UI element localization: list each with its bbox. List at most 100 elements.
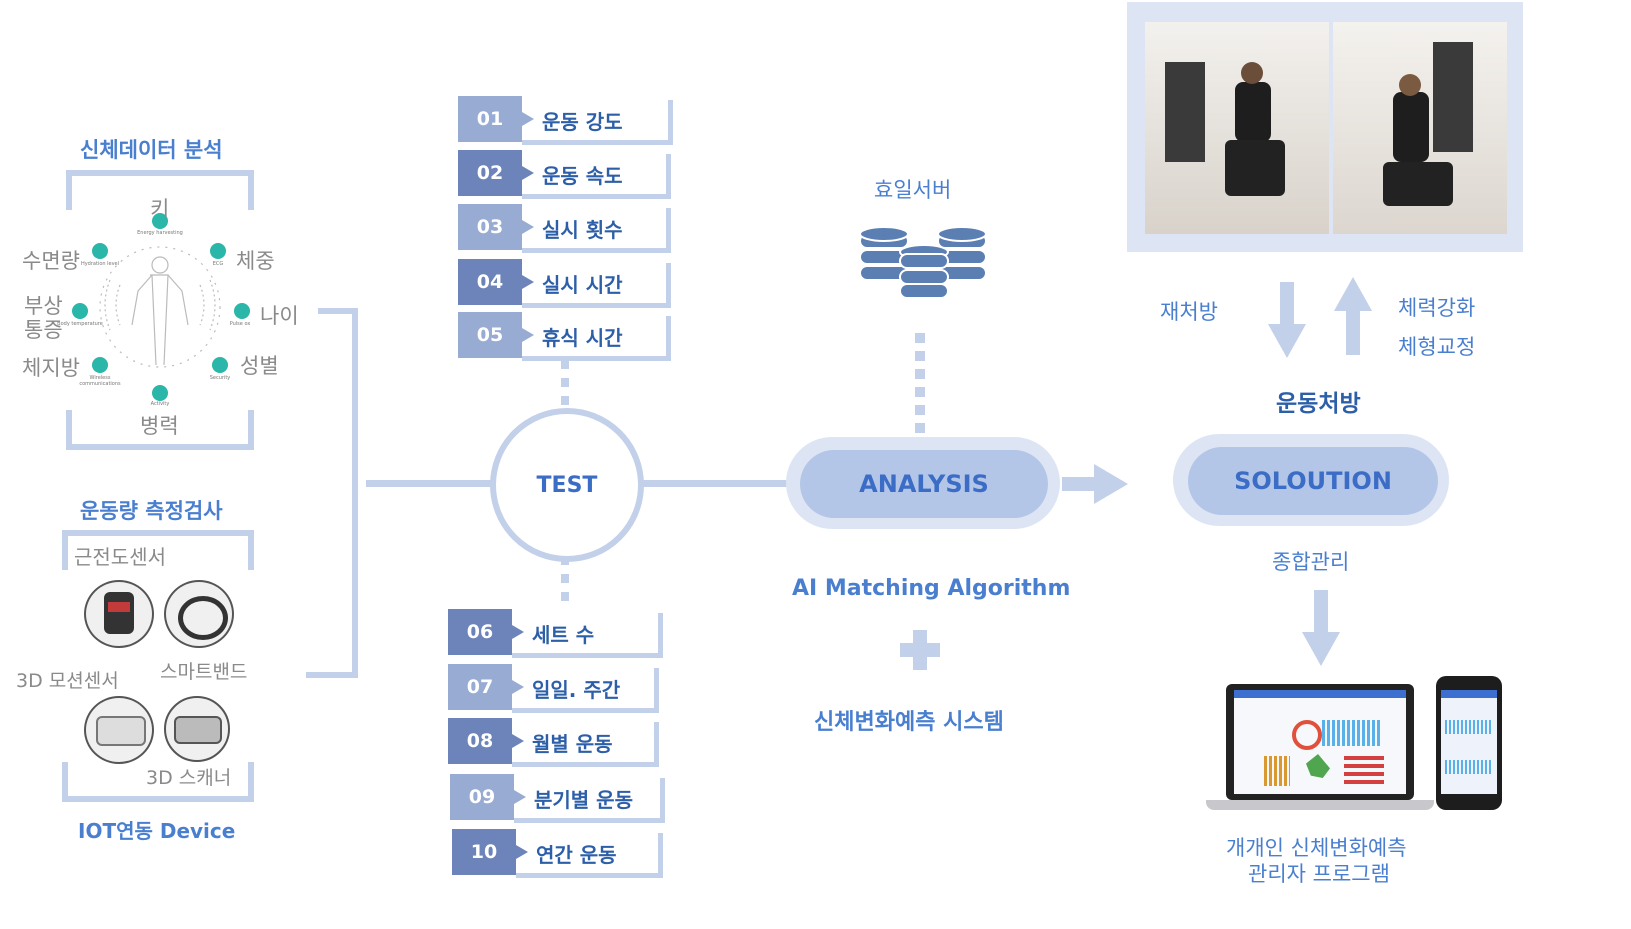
plus-icon bbox=[900, 630, 940, 670]
caption-ecg: ECG bbox=[212, 261, 224, 267]
activity-icon bbox=[152, 385, 168, 401]
label-smart-band: 스마트밴드 bbox=[160, 661, 248, 683]
test-item-label: 월별 운동 bbox=[532, 732, 613, 756]
test-item-number: 07 bbox=[448, 664, 524, 710]
body-diagram: Energy harvesting Hydration level ECG Bo… bbox=[57, 195, 260, 407]
strength-label: 체력강화 bbox=[1398, 296, 1476, 320]
label-weight: 체중 bbox=[236, 249, 275, 273]
solution-label: SOLOUTION bbox=[1234, 467, 1392, 495]
label-age: 나이 bbox=[260, 304, 299, 328]
label-3d-scanner: 3D 스캐너 bbox=[146, 767, 232, 789]
connector-top bbox=[318, 308, 358, 314]
test-item-label: 실시 횟수 bbox=[542, 218, 623, 242]
label-pain: 통증 bbox=[24, 318, 63, 342]
test-dots-top bbox=[561, 360, 569, 406]
label-bodyfat: 체지방 bbox=[22, 356, 80, 380]
test-item-04: 04 실시 시간 bbox=[458, 259, 671, 308]
correction-label: 체형교정 bbox=[1398, 335, 1476, 359]
label-3d-motion: 3D 모션센서 bbox=[16, 670, 119, 692]
arrow-down-head-icon bbox=[1268, 324, 1306, 358]
test-item-number: 08 bbox=[448, 718, 524, 764]
thermometer-icon bbox=[72, 303, 88, 319]
phone-screen bbox=[1441, 690, 1497, 794]
prescription-label: 운동처방 bbox=[1276, 391, 1361, 417]
caption-wireless: Wireless communications bbox=[79, 375, 121, 387]
test-item-01: 01 운동 강도 bbox=[458, 96, 673, 145]
test-item-number: 09 bbox=[450, 774, 526, 820]
program-label-2: 관리자 프로그램 bbox=[1248, 862, 1390, 886]
caption-temperature: Body temperature bbox=[57, 321, 103, 327]
training-photo-right bbox=[1333, 22, 1507, 234]
motion-sensor-device-icon bbox=[84, 580, 154, 648]
phone-icon bbox=[1436, 676, 1502, 810]
test-item-number: 01 bbox=[458, 96, 534, 142]
test-item-number: 04 bbox=[458, 259, 534, 305]
test-item-02: 02 운동 속도 bbox=[458, 150, 671, 199]
prediction-label: 신체변화예측 시스템 bbox=[814, 710, 1004, 735]
caption-activity: Activity bbox=[150, 401, 170, 407]
device-bracket-top bbox=[62, 530, 254, 570]
analysis-label: ANALYSIS bbox=[859, 470, 989, 498]
body-data-bracket-bot bbox=[66, 410, 254, 450]
test-item-10: 10 연간 운동 bbox=[452, 829, 663, 878]
test-item-label: 분기별 운동 bbox=[534, 788, 633, 812]
management-label: 종합관리 bbox=[1272, 550, 1350, 574]
test-item-08: 08 월별 운동 bbox=[448, 718, 659, 767]
arrow-analysis-solution-head-icon bbox=[1094, 464, 1128, 504]
test-item-number: 10 bbox=[452, 829, 528, 875]
test-item-label: 운동 속도 bbox=[542, 164, 623, 188]
test-item-number: 02 bbox=[458, 150, 534, 196]
test-dots-bottom bbox=[561, 556, 569, 610]
training-photo-frame bbox=[1127, 2, 1523, 252]
exercise-measure-title: 운동량 측정검사 bbox=[80, 499, 223, 523]
server-title: 효일서버 bbox=[874, 178, 952, 202]
connector-to-test bbox=[366, 480, 492, 487]
arrow-analysis-solution-shaft bbox=[1062, 477, 1096, 491]
laptop-icon bbox=[1206, 684, 1434, 814]
program-label-1: 개개인 신체변화예측 bbox=[1226, 836, 1407, 860]
laptop-screen-dashboard bbox=[1234, 690, 1406, 794]
iot-device-title: IOT연동 Device bbox=[78, 819, 236, 843]
arrow-down-shaft bbox=[1280, 282, 1294, 326]
test-item-label: 연간 운동 bbox=[536, 843, 617, 867]
label-injury: 부상 bbox=[24, 294, 63, 318]
arrow-solution-down-shaft bbox=[1314, 590, 1328, 634]
wireless-icon bbox=[92, 357, 108, 373]
hydration-icon bbox=[92, 243, 108, 259]
caption-energy: Energy harvesting bbox=[137, 230, 183, 236]
test-item-number: 03 bbox=[458, 204, 534, 250]
test-circle: TEST bbox=[490, 408, 644, 562]
body-data-title: 신체데이터 분석 bbox=[80, 138, 223, 162]
label-height: 키 bbox=[150, 197, 170, 221]
label-sleep: 수면량 bbox=[22, 249, 80, 273]
test-label: TEST bbox=[536, 472, 598, 498]
human-figure-icon bbox=[99, 246, 221, 368]
solution-pill: SOLOUTION bbox=[1188, 447, 1438, 515]
energy-harvesting-icon bbox=[152, 213, 168, 229]
test-item-07: 07 일일. 주간 bbox=[448, 664, 659, 713]
test-item-label: 실시 시간 bbox=[542, 273, 623, 297]
represcribe-label: 재처방 bbox=[1160, 300, 1218, 324]
connector-bottom bbox=[306, 672, 358, 678]
connector-vertical bbox=[352, 308, 358, 678]
body-data-bracket-top bbox=[66, 170, 254, 210]
security-icon bbox=[212, 357, 228, 373]
test-item-05: 05 휴식 시간 bbox=[458, 312, 671, 361]
label-gender: 성별 bbox=[240, 354, 279, 378]
database-server-icon bbox=[859, 226, 987, 299]
label-history: 병력 bbox=[140, 414, 179, 438]
test-item-label: 운동 강도 bbox=[542, 110, 623, 134]
caption-pulse: Pulse ox bbox=[229, 321, 251, 327]
test-item-09: 09 분기별 운동 bbox=[450, 774, 665, 823]
training-photo-left bbox=[1145, 22, 1329, 234]
label-emg: 근전도센서 bbox=[74, 545, 166, 569]
test-item-03: 03 실시 횟수 bbox=[458, 204, 671, 253]
3d-scanner-device-icon bbox=[164, 696, 230, 762]
server-dots bbox=[915, 333, 925, 438]
caption-hydration: Hydration level bbox=[80, 261, 120, 267]
connector-test-analysis bbox=[640, 480, 790, 487]
test-item-number: 06 bbox=[448, 609, 524, 655]
test-item-label: 휴식 시간 bbox=[542, 326, 623, 350]
test-item-06: 06 세트 수 bbox=[448, 609, 663, 658]
arrow-up-shaft bbox=[1346, 309, 1360, 355]
